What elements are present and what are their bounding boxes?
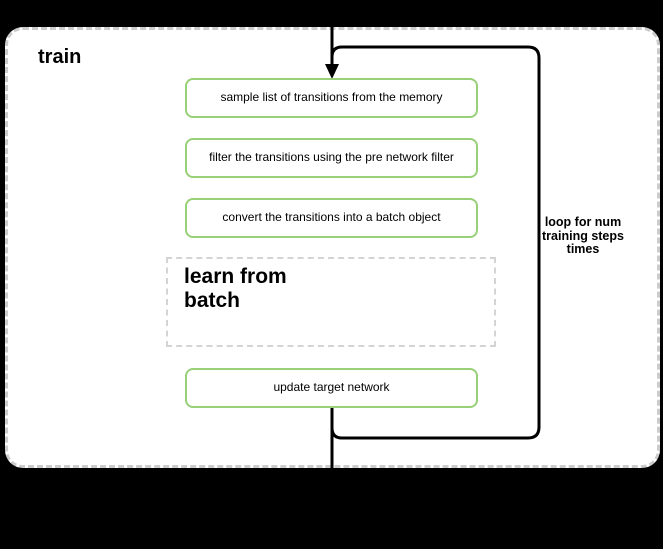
step-label: convert the transitions into a batch obj… <box>222 210 441 225</box>
loop-annotation: loop for num training steps times <box>542 215 624 256</box>
step-label: filter the transitions using the pre net… <box>209 150 454 165</box>
step-update-target-network: update target network <box>185 368 478 408</box>
step-filter-transitions: filter the transitions using the pre net… <box>185 138 478 178</box>
subprocess-learn-from-batch: learn from batch <box>166 257 496 347</box>
step-label: sample list of transitions from the memo… <box>220 90 443 105</box>
step-convert-to-batch: convert the transitions into a batch obj… <box>185 198 478 238</box>
subprocess-label: learn from batch <box>184 265 287 312</box>
step-label: update target network <box>273 380 390 395</box>
diagram-title: train <box>38 46 82 68</box>
step-sample-transitions: sample list of transitions from the memo… <box>185 78 478 118</box>
